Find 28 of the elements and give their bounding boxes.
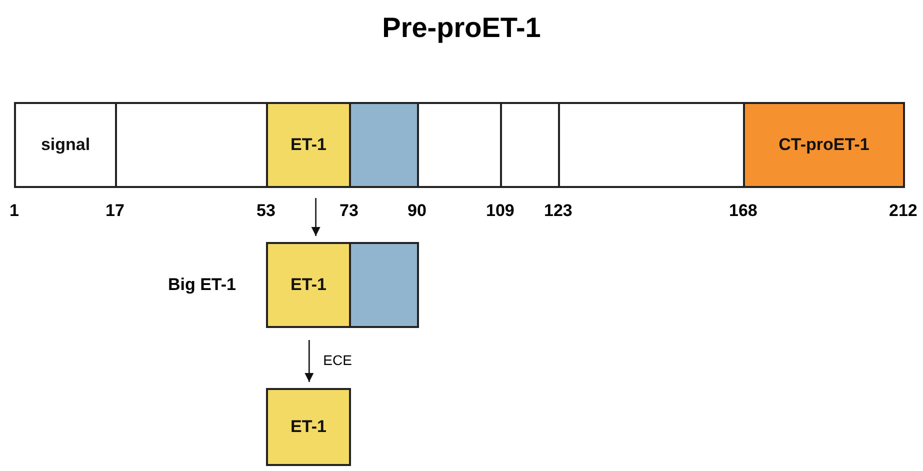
domain-segment [14,102,117,188]
residue-number: 168 [729,201,758,221]
residue-number: 109 [486,201,514,221]
residue-number: 17 [106,201,124,221]
domain-segment [417,102,502,188]
domain-label: CT-proET-1 [778,135,870,155]
domain-segment [349,242,419,328]
domain-segment [266,102,351,188]
domain-segment [558,102,745,188]
domain-label: ET-1 [290,417,326,437]
domain-label: ET-1 [290,135,326,155]
domain-label: ET-1 [290,275,326,295]
domain-label: signal [40,135,90,155]
row-label: Big ET-1 [168,275,236,295]
diagram-title: Pre-proET-1 [382,12,541,43]
residue-number: 212 [889,201,918,221]
residue-number: 90 [408,201,426,221]
residue-number: 73 [340,201,358,221]
domain-segment [743,102,905,188]
domain-segment [115,102,268,188]
domain-segment [349,102,419,188]
edge-label: ECE [323,352,352,368]
domain-segment [266,242,351,328]
domain-segment [500,102,560,188]
residue-number: 123 [544,201,572,221]
residue-number: 53 [256,201,276,221]
domain-segment [266,388,351,466]
residue-number: 1 [10,201,19,221]
